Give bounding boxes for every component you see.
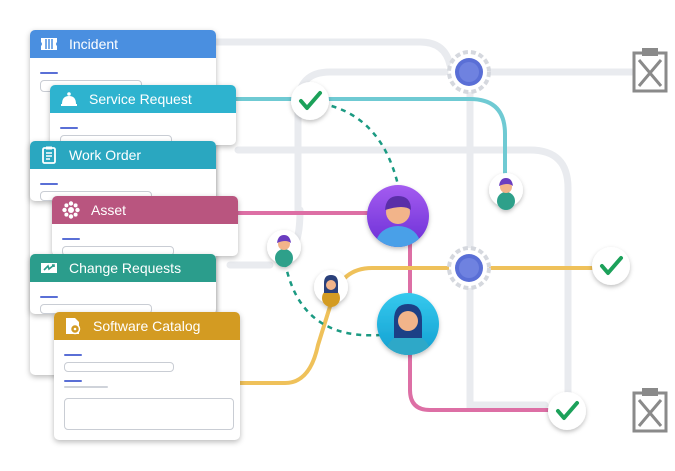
service-request-card-title: Service Request — [89, 91, 192, 107]
form-label-line — [40, 183, 58, 185]
ticket-icon — [38, 34, 60, 54]
form-textarea[interactable] — [64, 398, 234, 430]
work-order-card-header[interactable]: Work Order — [30, 141, 216, 169]
avatar — [377, 293, 439, 355]
form-label-line — [40, 72, 58, 74]
avatar — [267, 230, 301, 267]
gear-icon — [447, 50, 491, 94]
form-label-line — [40, 296, 58, 298]
software-disc-icon — [62, 316, 84, 336]
change-requests-card-form — [30, 282, 216, 314]
incident-card-header[interactable]: Incident — [30, 30, 216, 58]
software-catalog-card-header[interactable]: Software Catalog — [54, 312, 240, 340]
asset-card[interactable]: Asset — [52, 196, 238, 256]
change-requests-card-header[interactable]: Change Requests — [30, 254, 216, 282]
service-request-card[interactable]: Service Request — [50, 85, 236, 145]
teal-route — [233, 97, 507, 180]
check-icon — [291, 82, 329, 120]
check-icon — [548, 392, 586, 430]
exchange-arrows-icon — [38, 258, 60, 278]
bell-service-icon — [58, 89, 80, 109]
form-label-line — [62, 238, 80, 240]
avatar — [489, 173, 523, 210]
form-hint-line — [64, 386, 108, 388]
yellow-route — [238, 266, 594, 385]
form-label-line — [64, 354, 82, 356]
asset-card-header[interactable]: Asset — [52, 196, 238, 224]
form-label-line — [60, 127, 78, 129]
dashed-route — [311, 100, 400, 186]
change-requests-card-title: Change Requests — [69, 260, 182, 276]
gear-cluster-icon — [60, 200, 82, 220]
endpoint-clipboard-icon — [632, 388, 668, 433]
endpoint-clipboard-icon — [632, 48, 668, 93]
change-requests-card[interactable]: Change Requests — [30, 254, 216, 314]
work-order-card[interactable]: Work Order — [30, 141, 216, 201]
incident-card-title: Incident — [69, 36, 119, 52]
form-label-line — [64, 380, 82, 382]
work-order-card-title: Work Order — [69, 147, 142, 163]
form-field[interactable] — [64, 362, 174, 372]
pink-route — [236, 211, 550, 412]
asset-card-form — [52, 224, 238, 256]
avatar — [367, 185, 429, 247]
service-request-card-header[interactable]: Service Request — [50, 85, 236, 113]
gear-icon — [447, 246, 491, 290]
check-icon — [592, 247, 630, 285]
software-catalog-card-form — [54, 340, 240, 440]
software-catalog-card-title: Software Catalog — [93, 318, 201, 334]
software-catalog-card[interactable]: Software Catalog — [54, 312, 240, 440]
clipboard-list-icon — [38, 145, 60, 165]
asset-card-title: Asset — [91, 202, 127, 218]
avatar — [314, 270, 348, 307]
